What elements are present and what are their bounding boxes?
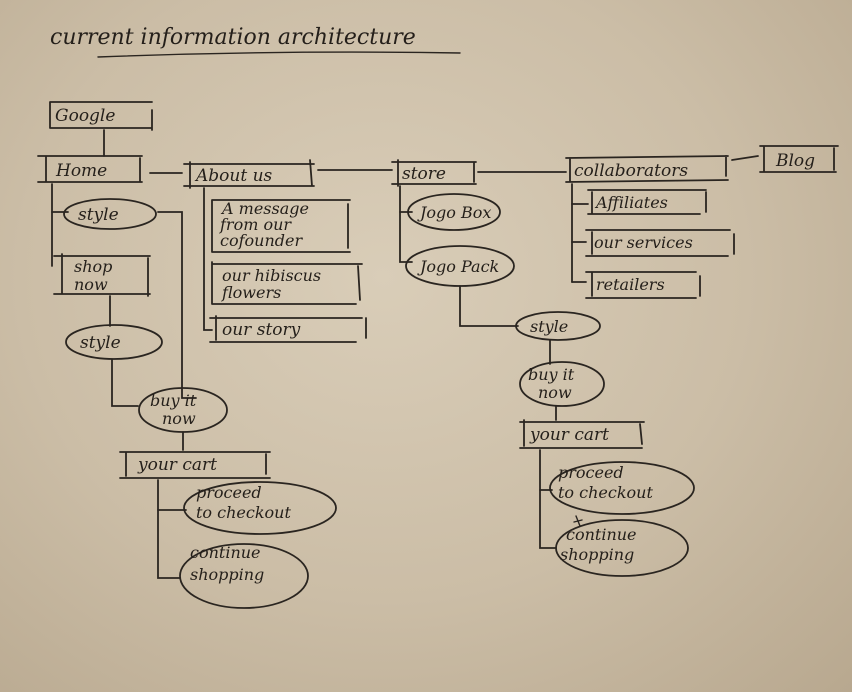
node-about-hibiscus: our hibiscus flowers	[211, 261, 363, 305]
node-continue-1	[179, 543, 309, 609]
node-proceed-1-line1: proceed	[196, 483, 262, 502]
edge-cart-continue-2	[539, 449, 557, 549]
node-about-us: About us	[183, 159, 315, 189]
node-store-style-label: style	[530, 317, 568, 336]
node-google: Google	[49, 101, 153, 131]
about-message-line2: from our	[219, 215, 292, 234]
edge-style1-buy	[157, 211, 197, 399]
diagram-title: current information architecture	[50, 25, 416, 50]
node-blog: Blog	[759, 145, 839, 173]
node-your-cart-2: your cart	[519, 419, 645, 449]
node-about-us-label: About us	[194, 166, 273, 186]
node-continue-1-line1: continue	[190, 543, 261, 562]
edge-about-items	[203, 187, 213, 331]
node-affiliates: Affiliates	[571, 189, 707, 215]
node-style-2	[65, 324, 163, 360]
edge-cart-continue-1	[157, 479, 181, 579]
about-hibiscus-line1: our hibiscus	[222, 266, 321, 285]
node-jogo-box-label: Jogo Box	[417, 203, 491, 222]
node-shop-now-line1: shop	[74, 257, 112, 276]
node-your-cart-1-label: your cart	[137, 455, 217, 475]
node-continue-1-line2: shopping	[190, 565, 264, 584]
node-affiliates-label: Affiliates	[594, 193, 668, 212]
node-proceed-2	[549, 461, 695, 515]
node-proceed-2-line1: proceed	[558, 463, 624, 482]
edge-store-items	[399, 185, 413, 263]
node-continue-2-line2: shopping	[560, 545, 634, 564]
node-store-style	[515, 311, 601, 341]
about-hibiscus-line2: flowers	[221, 283, 281, 302]
node-store-label: store	[402, 164, 446, 184]
node-about-message: A message from our cofounder	[211, 199, 351, 253]
about-story-line1: our story	[222, 320, 301, 340]
node-google-label: Google	[55, 106, 115, 126]
node-proceed-1	[183, 481, 337, 535]
node-retailers: retailers	[571, 271, 701, 299]
node-blog-label: Blog	[775, 151, 815, 171]
node-style-1-label: style	[78, 205, 119, 225]
node-proceed-2-line2: to checkout	[558, 483, 653, 502]
node-shop-now-line2: now	[74, 275, 108, 294]
node-jogo-pack-label: Jogo Pack	[417, 257, 499, 276]
node-your-cart-1: your cart	[119, 451, 271, 479]
asterisk-mark	[573, 515, 583, 527]
node-store: store	[391, 159, 477, 187]
node-retailers-label: retailers	[596, 275, 665, 294]
node-jogo-box	[407, 193, 501, 231]
edge-style2-buy	[111, 359, 139, 407]
edge-pack-style	[459, 285, 519, 327]
node-proceed-1-line2: to checkout	[196, 503, 291, 522]
node-style-1	[63, 198, 157, 230]
node-collaborators: collaborators	[565, 155, 729, 183]
node-continue-2	[555, 519, 689, 577]
node-buy-it-now-1-line2: now	[162, 409, 196, 428]
node-home: Home	[37, 155, 143, 183]
node-home-label: Home	[55, 161, 107, 181]
node-our-services: our services	[571, 229, 735, 257]
node-buy-it-now-1-line1: buy it	[150, 391, 197, 410]
node-your-cart-2-label: your cart	[529, 425, 609, 445]
title-underline	[97, 51, 461, 58]
node-shop-now: shop now	[53, 253, 151, 297]
node-our-services-label: our services	[594, 233, 693, 252]
about-message-line1: A message	[220, 199, 309, 218]
edge-collaborators-blog	[731, 155, 759, 161]
node-buy-it-now-2-line2: now	[538, 383, 572, 402]
about-message-line3: cofounder	[220, 231, 303, 250]
node-buy-it-now-2-line1: buy it	[528, 365, 575, 384]
node-continue-2-line1: continue	[566, 525, 637, 544]
node-style-2-label: style	[80, 333, 121, 353]
node-buy-it-now-2	[519, 361, 605, 407]
node-collaborators-label: collaborators	[574, 161, 688, 181]
node-about-story: our story	[209, 315, 367, 343]
